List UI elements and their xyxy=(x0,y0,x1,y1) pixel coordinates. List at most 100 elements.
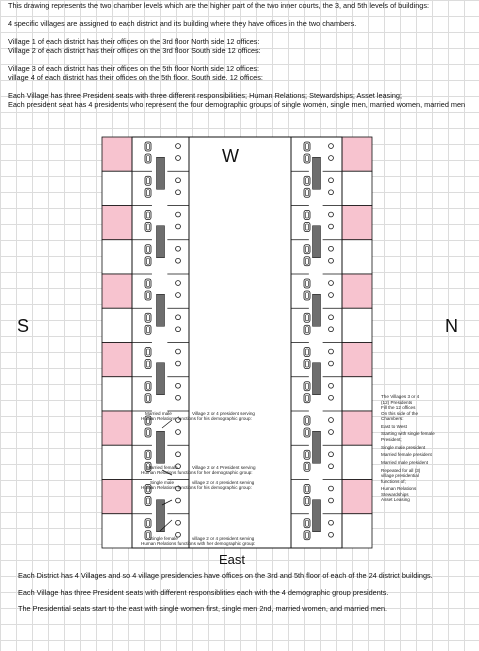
desk xyxy=(312,431,321,464)
wall-cell xyxy=(101,170,133,206)
wall-cell xyxy=(101,342,133,378)
chair xyxy=(305,417,309,424)
chair xyxy=(328,360,334,367)
chair xyxy=(175,143,181,149)
wall-cell xyxy=(101,239,133,275)
bottom-line: Each Village has three President seats w… xyxy=(18,587,389,597)
chair xyxy=(305,257,309,265)
bottom-line: The Presidential seats start to the east… xyxy=(18,604,388,613)
wall-cell xyxy=(341,170,373,206)
wall-cell xyxy=(341,410,373,446)
label-single-male: Single male xyxy=(150,480,175,485)
chair xyxy=(305,360,309,368)
intro-line: This drawing represents the two chamber … xyxy=(8,1,430,10)
desk xyxy=(312,362,321,395)
chair xyxy=(328,280,334,286)
chair xyxy=(175,497,181,504)
chair xyxy=(146,155,150,162)
chair xyxy=(146,429,150,436)
chair xyxy=(305,463,309,471)
wall-cell xyxy=(341,342,373,378)
chair xyxy=(146,497,150,505)
desk xyxy=(156,362,165,395)
desk xyxy=(156,294,165,327)
desk xyxy=(312,225,321,258)
wall-cell xyxy=(101,513,133,549)
chair xyxy=(175,280,181,286)
center-corridor xyxy=(188,136,292,549)
chair xyxy=(175,211,181,218)
pointer-arrow xyxy=(159,519,173,532)
chair xyxy=(146,223,150,231)
chair xyxy=(146,382,150,390)
bottom-line: Each District has 4 Villages and so 4 vi… xyxy=(18,571,433,580)
chair xyxy=(175,382,181,389)
chair xyxy=(175,360,181,367)
chair xyxy=(175,394,181,401)
chair xyxy=(146,348,150,356)
north-label: N xyxy=(445,316,458,336)
wall-cell xyxy=(341,513,373,549)
side-note: The Villages 3 or 4 xyxy=(381,394,420,399)
pointer-arrow xyxy=(161,419,173,429)
chair xyxy=(328,257,334,264)
intro-text: This drawing represents the two chamber … xyxy=(8,1,479,109)
side-note: Married female president xyxy=(381,452,432,458)
east-label: East xyxy=(219,552,246,567)
chair xyxy=(146,245,150,253)
chair xyxy=(305,223,309,231)
chair xyxy=(146,257,150,265)
label-married-male: Married male xyxy=(145,411,172,416)
side-note: On this side of the xyxy=(381,410,419,416)
chair xyxy=(146,211,150,219)
side-note: Married male president xyxy=(381,459,428,465)
wall-cell xyxy=(101,307,133,343)
label-married-female: Married female xyxy=(147,465,178,470)
chair xyxy=(305,211,309,219)
chair xyxy=(175,155,181,161)
chair xyxy=(305,348,309,356)
chair xyxy=(328,417,334,423)
wall-cell xyxy=(341,273,373,309)
west-label: W xyxy=(222,146,239,166)
chair xyxy=(305,451,309,459)
chair xyxy=(328,155,334,161)
wall-cell xyxy=(341,444,373,480)
desk xyxy=(156,499,165,532)
chair xyxy=(146,143,150,150)
side-note: Asset Leasing xyxy=(381,497,410,503)
chair xyxy=(328,211,334,218)
wall-cell xyxy=(101,410,133,446)
wall-cell xyxy=(101,273,133,309)
wall-cell xyxy=(341,479,373,515)
label-hr-functions: Human Relations functions for his demogr… xyxy=(141,485,252,490)
intro-line: 4 specific villages are assigned to each… xyxy=(8,19,357,28)
desk xyxy=(312,157,321,190)
chair xyxy=(175,314,181,321)
chair xyxy=(305,382,309,390)
chair xyxy=(328,519,334,526)
chair xyxy=(146,326,150,334)
chair xyxy=(328,497,334,504)
chair xyxy=(305,245,309,253)
chair xyxy=(175,189,181,196)
chair xyxy=(175,257,181,264)
chair xyxy=(328,451,334,458)
chair xyxy=(305,519,309,527)
chair xyxy=(146,417,150,424)
label-village-serving: village 2 or 4 president serving xyxy=(192,536,255,541)
chair xyxy=(328,382,334,389)
chair xyxy=(175,223,181,230)
chair xyxy=(146,177,150,185)
side-note: functions of; xyxy=(381,478,406,484)
chair xyxy=(146,463,150,471)
chair xyxy=(175,485,181,492)
chair xyxy=(328,463,334,470)
side-note: Chambers: xyxy=(381,416,404,421)
chair xyxy=(146,531,150,539)
chair xyxy=(175,348,181,355)
wall-cell xyxy=(101,136,133,172)
wall-cell xyxy=(341,136,373,172)
desk xyxy=(156,431,165,464)
intro-line: Village 1 of each district has their off… xyxy=(8,37,260,46)
